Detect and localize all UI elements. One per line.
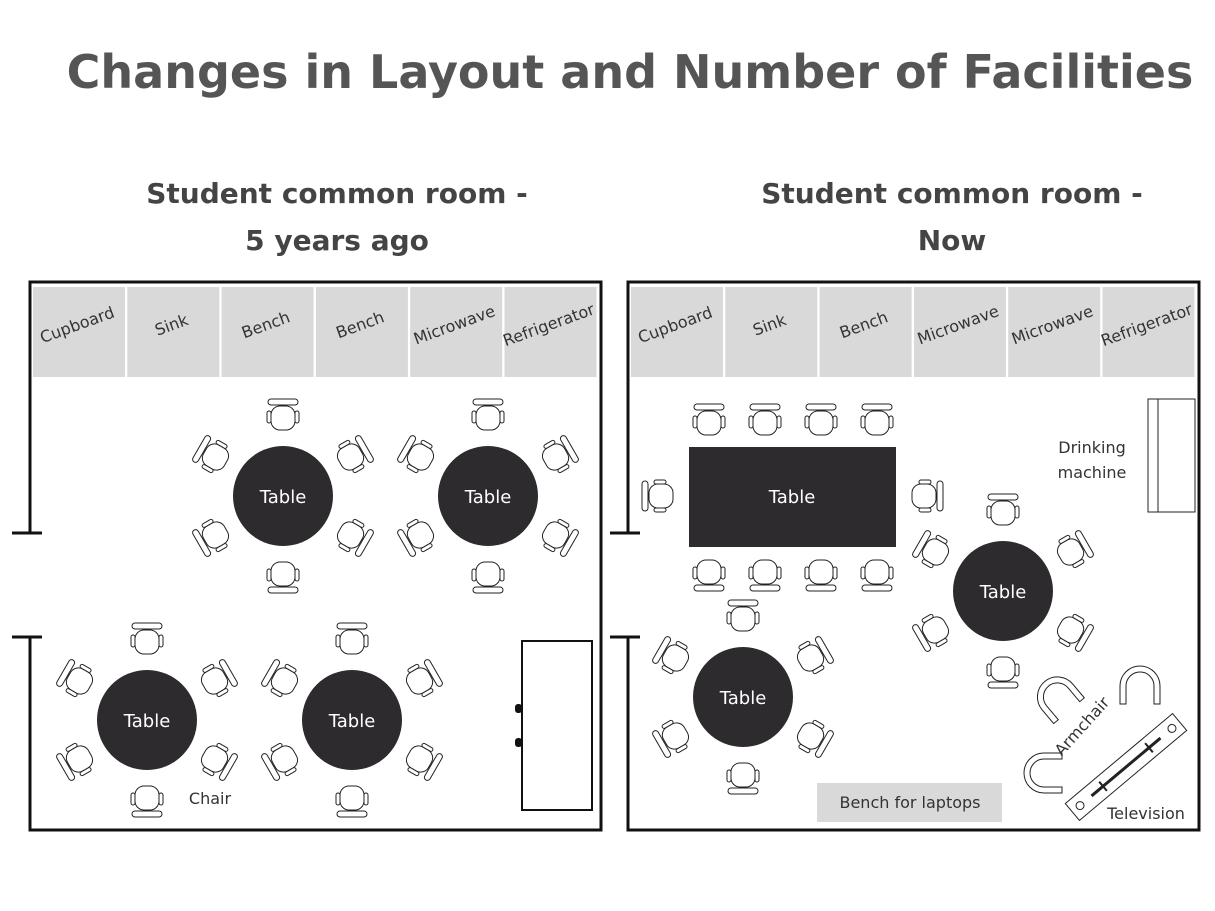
counter-cell bbox=[631, 287, 723, 377]
chair bbox=[195, 738, 240, 783]
chair bbox=[195, 657, 240, 702]
armchair-3 bbox=[1023, 752, 1063, 794]
counter-cell bbox=[725, 287, 818, 377]
chair bbox=[400, 738, 445, 783]
counter-cell bbox=[410, 287, 503, 377]
chair bbox=[335, 785, 369, 818]
chair bbox=[650, 715, 695, 760]
armchair-1 bbox=[1028, 668, 1085, 725]
round-table bbox=[693, 647, 793, 747]
television bbox=[1064, 712, 1188, 822]
chair bbox=[266, 398, 300, 431]
chair bbox=[471, 561, 505, 594]
counter-cell bbox=[315, 287, 408, 377]
chair bbox=[860, 559, 894, 592]
chair bbox=[910, 528, 955, 573]
drinking-machine-label-line1: Drinking bbox=[1058, 438, 1126, 457]
chair bbox=[804, 403, 838, 436]
chair bbox=[910, 609, 955, 654]
chair bbox=[860, 403, 894, 436]
bench-for-laptops-label: Bench for laptops bbox=[839, 793, 980, 812]
table-label: Table bbox=[464, 487, 512, 508]
chair bbox=[400, 657, 445, 702]
chair bbox=[986, 493, 1020, 526]
chair bbox=[331, 514, 376, 559]
chair bbox=[259, 738, 304, 783]
chair bbox=[692, 559, 726, 592]
chair bbox=[190, 433, 235, 478]
table-label: Table bbox=[328, 711, 376, 732]
round-table bbox=[438, 446, 538, 546]
table-label: Table bbox=[123, 711, 171, 732]
armchair-label: Armchair bbox=[1051, 693, 1114, 760]
counter-cell bbox=[913, 287, 1006, 377]
chair bbox=[266, 561, 300, 594]
chair bbox=[190, 514, 235, 559]
round-table bbox=[97, 670, 197, 770]
counter-cell bbox=[1102, 287, 1195, 377]
drinking-machine bbox=[1147, 398, 1196, 513]
table-label: Table bbox=[719, 688, 767, 709]
television-label: Television bbox=[1106, 804, 1185, 823]
left-room-walls bbox=[12, 280, 603, 832]
chair bbox=[130, 785, 164, 818]
page-title: Changes in Layout and Number of Faciliti… bbox=[67, 45, 1194, 99]
counter-cell bbox=[221, 287, 314, 377]
chair bbox=[1051, 528, 1096, 573]
table-label: Table bbox=[768, 487, 816, 508]
table-label: Table bbox=[979, 582, 1027, 603]
chair bbox=[804, 559, 838, 592]
chair bbox=[536, 514, 581, 559]
chair bbox=[395, 514, 440, 559]
counter-cell bbox=[504, 287, 597, 377]
chair bbox=[536, 433, 581, 478]
chair bbox=[471, 398, 505, 431]
table-label: Table bbox=[259, 487, 307, 508]
chair bbox=[650, 634, 695, 679]
counter-cell bbox=[1008, 287, 1101, 377]
chair bbox=[748, 403, 782, 436]
chair bbox=[641, 479, 674, 513]
chair bbox=[692, 403, 726, 436]
chair bbox=[726, 599, 760, 632]
round-table bbox=[302, 670, 402, 770]
chair bbox=[1051, 609, 1096, 654]
chair bbox=[335, 622, 369, 655]
chair bbox=[748, 559, 782, 592]
chair bbox=[130, 622, 164, 655]
chair bbox=[54, 657, 99, 702]
round-table bbox=[233, 446, 333, 546]
armchair-2 bbox=[1119, 665, 1161, 705]
rectangular-table bbox=[689, 447, 896, 547]
chair bbox=[395, 433, 440, 478]
counter-cell bbox=[819, 287, 912, 377]
right-subtitle-line1: Student common room - bbox=[761, 177, 1143, 210]
chair bbox=[791, 715, 836, 760]
chair bbox=[54, 738, 99, 783]
drinking-machine-label-line2: machine bbox=[1058, 463, 1127, 482]
round-table bbox=[953, 541, 1053, 641]
right-room-walls bbox=[610, 280, 1201, 832]
chair bbox=[726, 762, 760, 795]
chair bbox=[259, 657, 304, 702]
chair bbox=[986, 656, 1020, 689]
chair-label: Chair bbox=[189, 789, 232, 808]
right-subtitle-line2: Now bbox=[918, 224, 987, 257]
counter-cell bbox=[33, 287, 125, 377]
counter-cell bbox=[127, 287, 220, 377]
chair bbox=[331, 433, 376, 478]
chair bbox=[791, 634, 836, 679]
chair bbox=[911, 479, 944, 513]
left-subtitle-line1: Student common room - bbox=[146, 177, 528, 210]
left-subtitle-line2: 5 years ago bbox=[245, 224, 429, 257]
bench-for-laptops bbox=[817, 783, 1002, 822]
left-cupboard-unit bbox=[515, 640, 593, 811]
